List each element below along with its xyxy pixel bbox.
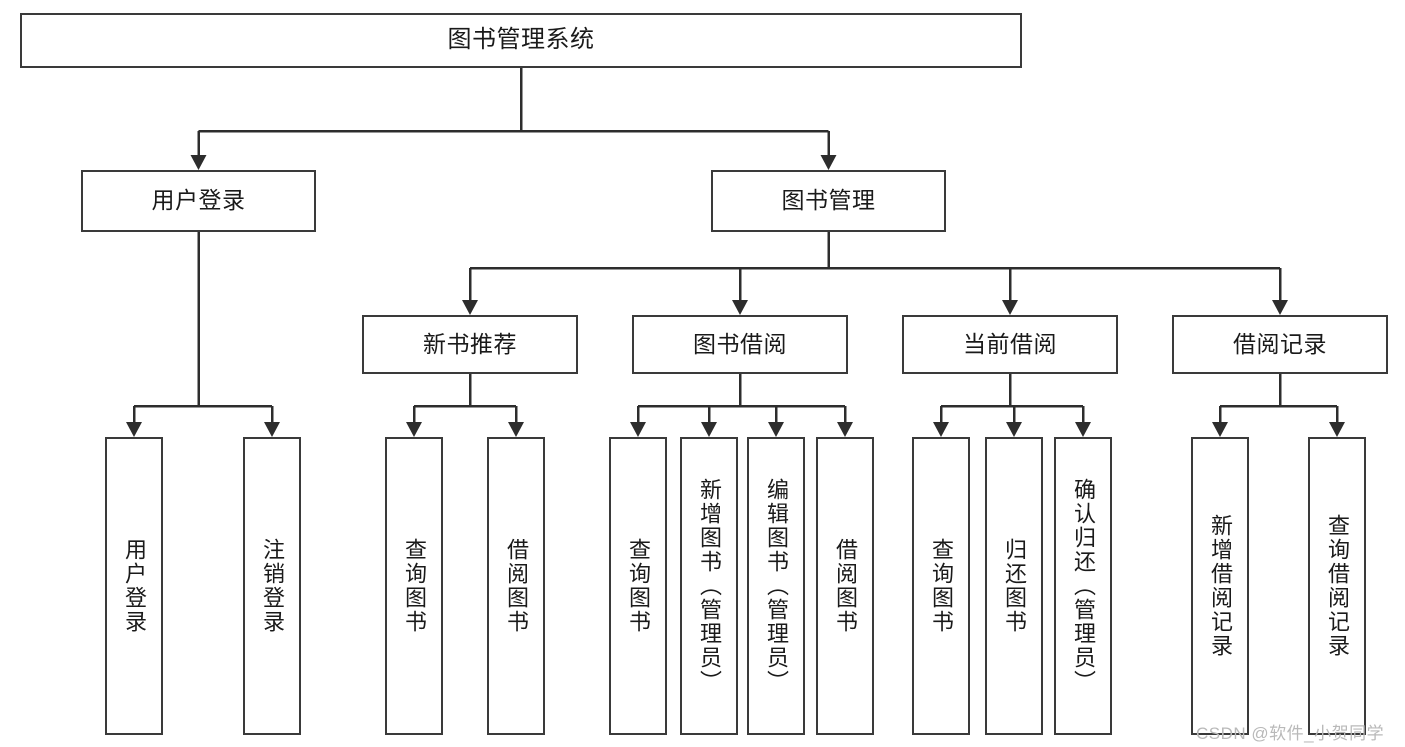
node-root[interactable]: 图书管理系统 xyxy=(20,13,1022,68)
node-label: 用户登录 xyxy=(121,538,147,634)
node-leaf-edit-book[interactable]: 编辑图书（管理员） xyxy=(747,437,805,735)
node-leaf-query-record[interactable]: 查询借阅记录 xyxy=(1308,437,1366,735)
node-label: 查询图书 xyxy=(928,538,954,634)
node-leaf-logout[interactable]: 注销登录 xyxy=(243,437,301,735)
node-new-book-recommend[interactable]: 新书推荐 xyxy=(362,315,578,374)
node-leaf-add-book[interactable]: 新增图书（管理员） xyxy=(680,437,738,735)
node-label: 新增借阅记录 xyxy=(1207,514,1233,658)
node-leaf-borrow-book-2[interactable]: 借阅图书 xyxy=(816,437,874,735)
node-leaf-confirm-return[interactable]: 确认归还（管理员） xyxy=(1054,437,1112,735)
node-label: 查询图书 xyxy=(625,538,651,634)
watermark-label: CSDN @软件_小贺同学 xyxy=(1196,724,1385,743)
node-label: 借阅图书 xyxy=(503,538,529,634)
node-user-login[interactable]: 用户登录 xyxy=(81,170,316,232)
node-label: 新书推荐 xyxy=(423,330,517,357)
node-leaf-query-book-1[interactable]: 查询图书 xyxy=(385,437,443,735)
node-leaf-borrow-book-1[interactable]: 借阅图书 xyxy=(487,437,545,735)
node-label: 归还图书 xyxy=(1001,538,1027,634)
node-label: 查询借阅记录 xyxy=(1324,514,1350,658)
node-label: 查询图书 xyxy=(401,538,427,634)
node-label: 当前借阅 xyxy=(963,330,1057,357)
node-label: 图书管理 xyxy=(781,187,876,214)
node-label: 借阅记录 xyxy=(1233,330,1327,357)
node-book-manage[interactable]: 图书管理 xyxy=(711,170,946,232)
node-label: 用户登录 xyxy=(151,187,246,214)
node-label: 注销登录 xyxy=(259,538,285,634)
node-label: 编辑图书（管理员） xyxy=(763,478,789,694)
node-label: 确认归还（管理员） xyxy=(1070,478,1096,694)
node-leaf-query-book-2[interactable]: 查询图书 xyxy=(609,437,667,735)
node-leaf-return-book[interactable]: 归还图书 xyxy=(985,437,1043,735)
node-leaf-query-book-3[interactable]: 查询图书 xyxy=(912,437,970,735)
node-leaf-user-login[interactable]: 用户登录 xyxy=(105,437,163,735)
node-label: 图书管理系统 xyxy=(447,26,595,54)
node-leaf-add-record[interactable]: 新增借阅记录 xyxy=(1191,437,1249,735)
node-book-borrow[interactable]: 图书借阅 xyxy=(632,315,848,374)
node-label: 图书借阅 xyxy=(693,330,787,357)
node-label: 借阅图书 xyxy=(832,538,858,634)
node-label: 新增图书（管理员） xyxy=(696,478,722,694)
node-borrow-record[interactable]: 借阅记录 xyxy=(1172,315,1388,374)
node-current-borrow[interactable]: 当前借阅 xyxy=(902,315,1118,374)
